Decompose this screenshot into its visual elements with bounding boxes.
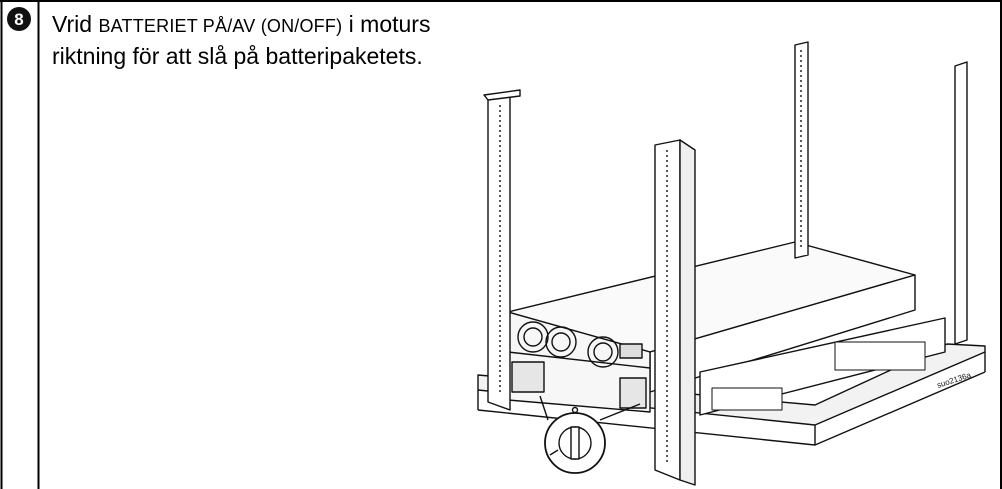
step-number: 8	[14, 9, 24, 29]
rack-post-front-left	[487, 94, 511, 411]
instruction-prefix: Vrid	[52, 11, 99, 37]
instruction-suffix: i moturs riktning för att slå på batteri…	[52, 11, 431, 69]
instruction-text: Vrid BATTERIET PÅ/AV (ON/OFF) i moturs r…	[52, 9, 452, 71]
rack-post-rear-right	[954, 61, 968, 345]
step-number-badge: 8	[7, 7, 31, 31]
figure-code: suo2136a	[936, 370, 973, 390]
battery-switch-label: BATTERIET PÅ/AV (ON/OFF)	[98, 16, 343, 36]
rack-installation-illustration: suo2136a	[477, 41, 986, 486]
battery-switch-callout-icon	[539, 395, 641, 474]
fan-group	[517, 321, 643, 368]
